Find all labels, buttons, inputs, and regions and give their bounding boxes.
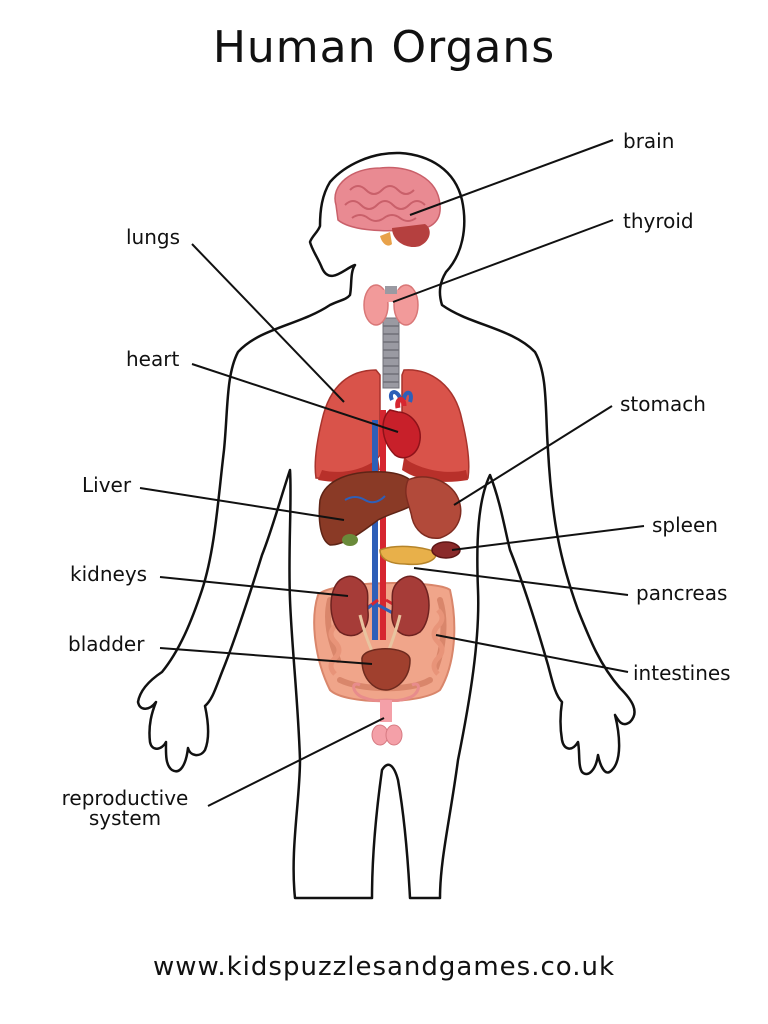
label-brain: brain xyxy=(623,129,674,153)
lungs xyxy=(314,369,470,482)
label-lungs: lungs xyxy=(126,225,180,249)
reproductive-system xyxy=(352,682,420,746)
label-liver: Liver xyxy=(82,473,132,497)
label-bladder: bladder xyxy=(68,632,145,656)
footer-url: www.kidspuzzlesandgames.co.uk xyxy=(152,952,616,982)
label-heart: heart xyxy=(126,347,179,371)
label-kidneys: kidneys xyxy=(70,562,147,586)
label-reproductive-line1: reproductive xyxy=(62,786,189,810)
label-pancreas: pancreas xyxy=(636,581,727,605)
label-intestines: intestines xyxy=(633,661,731,685)
page-title: Human Organs xyxy=(212,22,556,73)
body-outline xyxy=(136,151,636,900)
stomach xyxy=(405,476,462,539)
bladder xyxy=(361,648,411,691)
trachea xyxy=(382,317,400,389)
label-spleen: spleen xyxy=(652,513,718,537)
pancreas xyxy=(379,545,437,566)
liver xyxy=(318,471,419,546)
label-thyroid: thyroid xyxy=(623,209,694,233)
kidneys xyxy=(330,575,430,666)
label-reproductive-line2: system xyxy=(89,806,161,830)
label-stomach: stomach xyxy=(620,392,706,416)
heart xyxy=(382,390,421,459)
leader-lines xyxy=(139,139,645,807)
